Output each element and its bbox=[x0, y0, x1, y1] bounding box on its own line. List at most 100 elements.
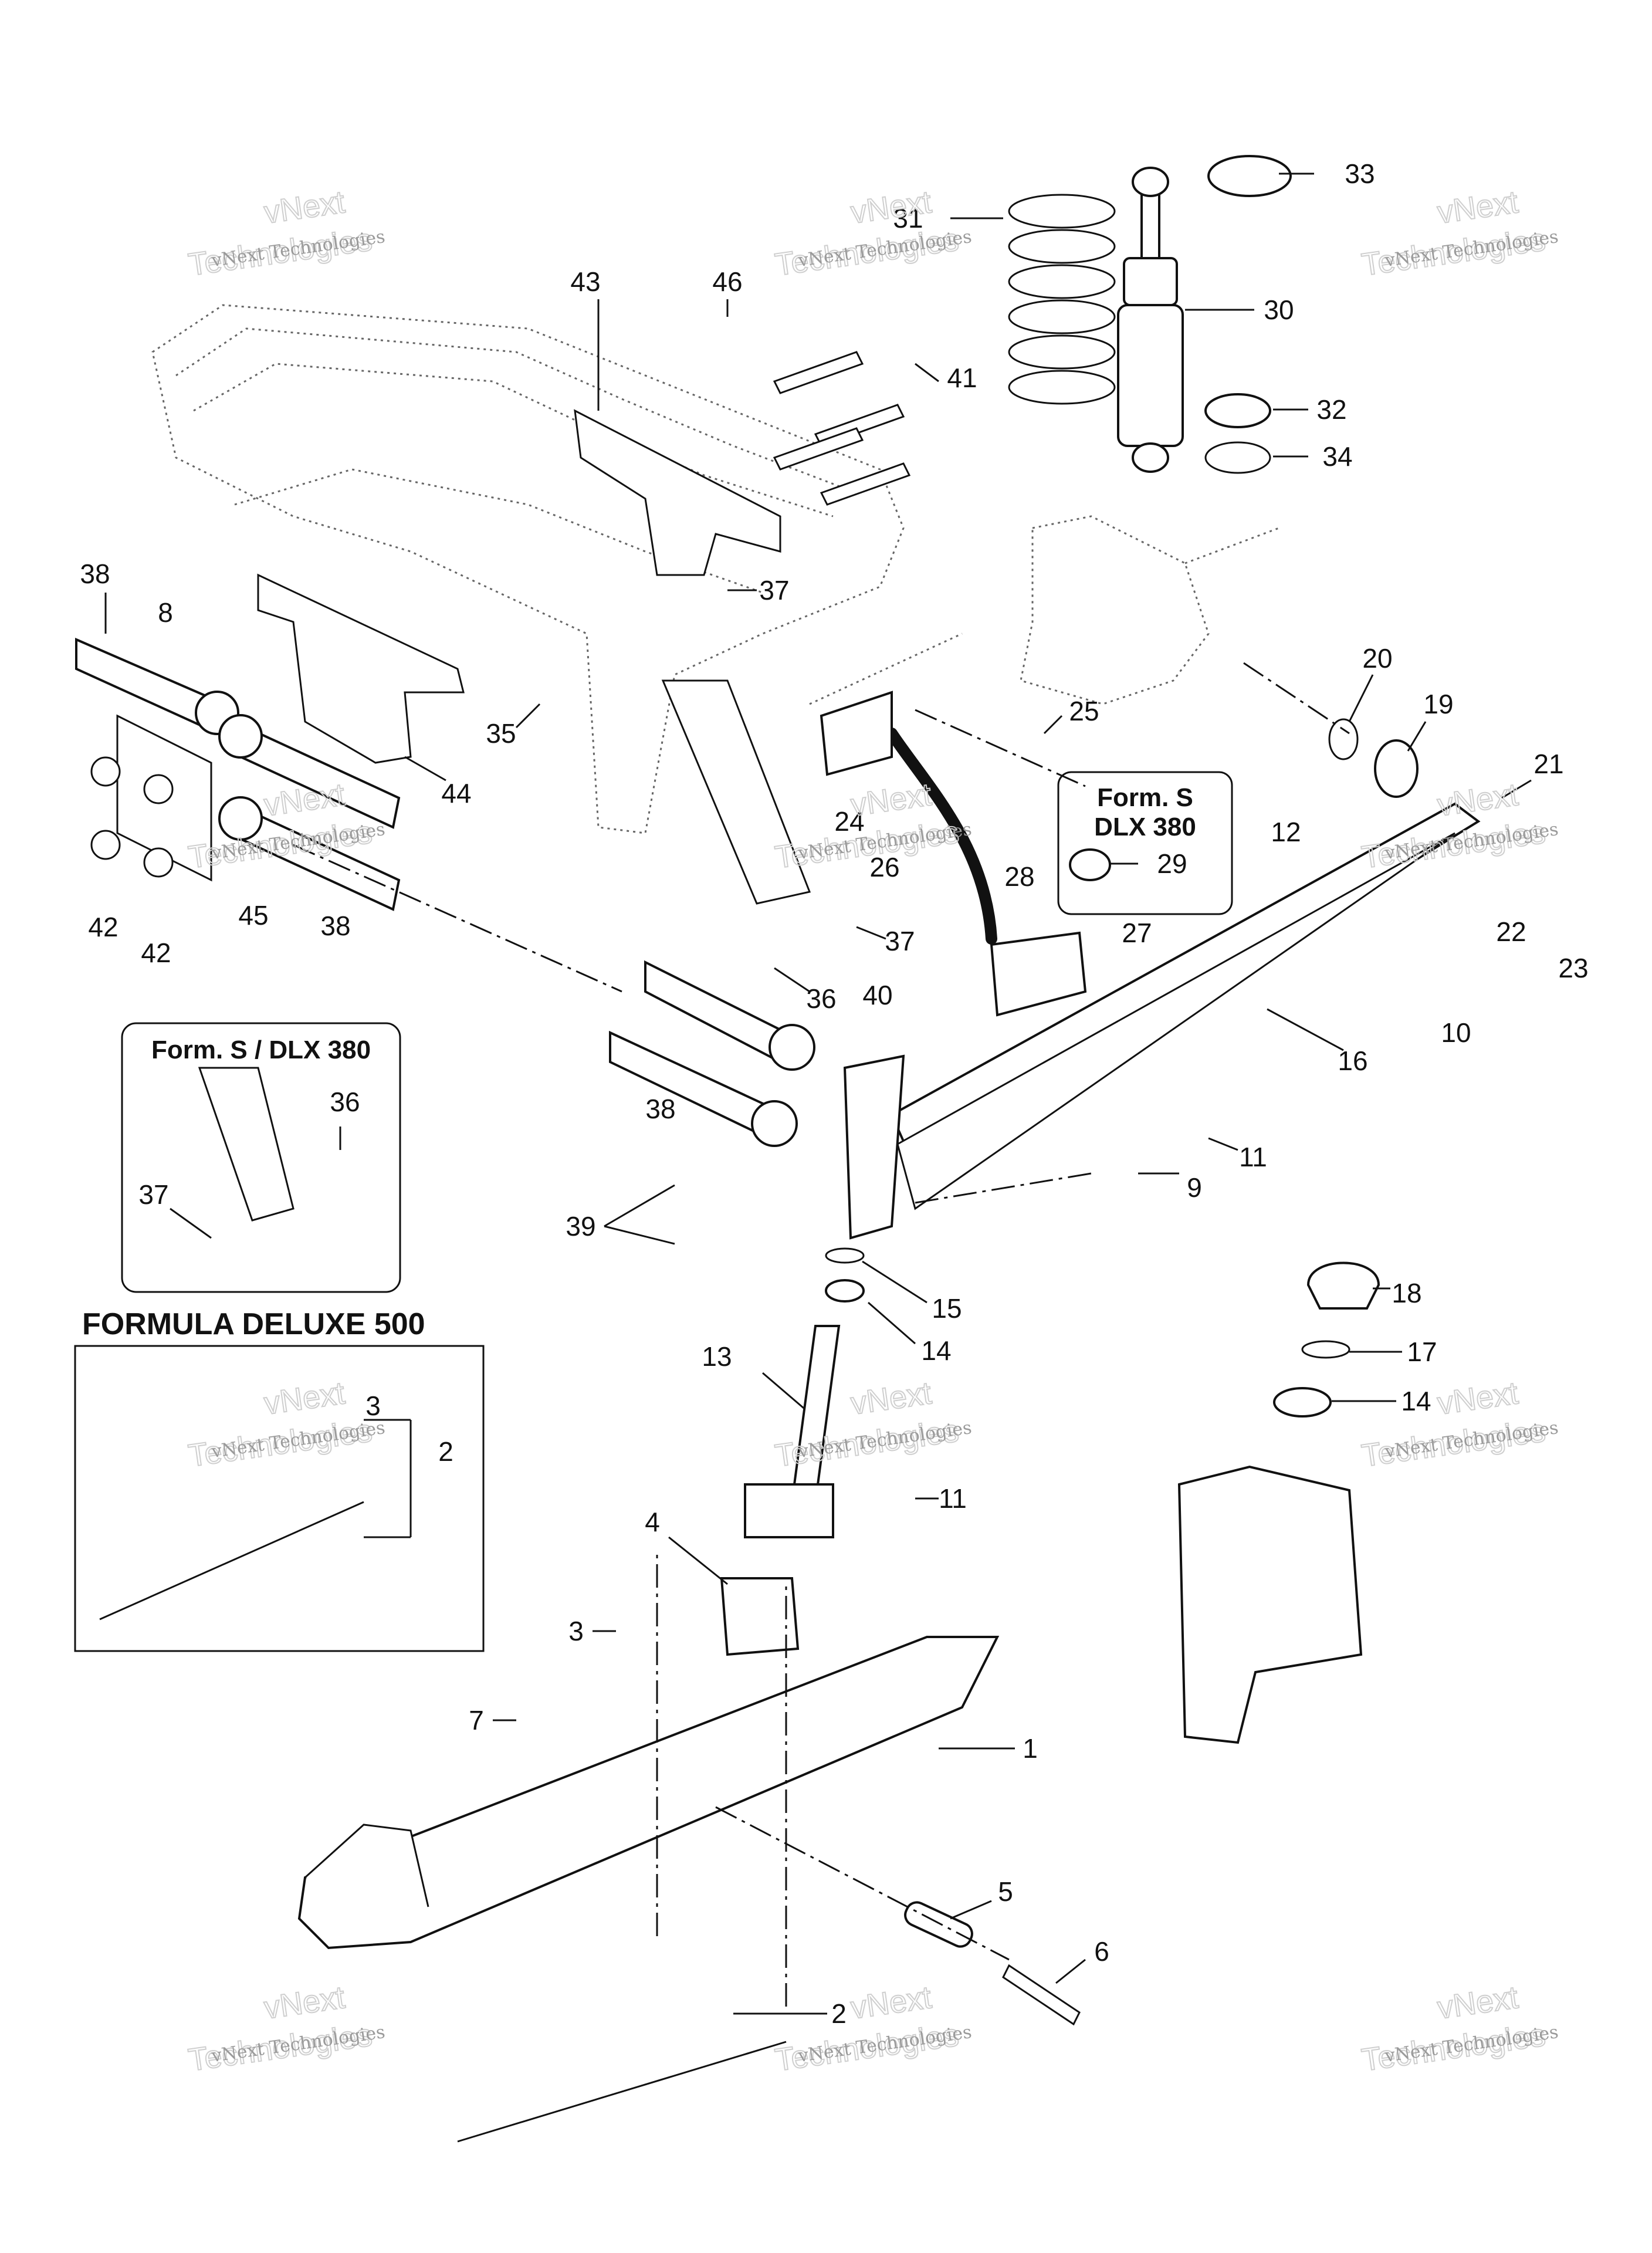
callout-label-16: 16 bbox=[1338, 1046, 1367, 1076]
callout-label-42: 42 bbox=[88, 912, 118, 942]
inset-small-title-line2: DLX 380 bbox=[1094, 813, 1196, 841]
watermark-top-left: Technologies vNext vNext Technologies bbox=[185, 184, 386, 283]
svg-text:vNext: vNext bbox=[262, 184, 347, 231]
callout-label-32: 32 bbox=[1316, 394, 1346, 425]
callout-label-28: 28 bbox=[1004, 861, 1034, 892]
nuts-42 bbox=[90, 756, 174, 878]
circlip-17 bbox=[1301, 1340, 1350, 1359]
callout-label-41: 41 bbox=[947, 363, 977, 393]
pivot-housing bbox=[1177, 1465, 1363, 1744]
callout-label-13: 13 bbox=[702, 1341, 732, 1372]
callout-label-42: 42 bbox=[141, 938, 171, 968]
spring-seat-33 bbox=[1207, 155, 1292, 197]
callout-label-2: 2 bbox=[831, 1998, 847, 2029]
svg-text:vNext: vNext bbox=[262, 777, 347, 823]
callout-label-19: 19 bbox=[1423, 689, 1453, 719]
watermark-low-center: Technologies vNext vNext Technologies bbox=[772, 1375, 973, 1474]
callout-label-43: 43 bbox=[570, 266, 600, 297]
inset-formula-deluxe-500: FORMULA DELUXE 500 bbox=[74, 1307, 485, 1652]
upper-bracket-43 bbox=[574, 409, 781, 576]
inset-shock-boot bbox=[198, 1067, 294, 1222]
callout-label-37: 37 bbox=[885, 926, 915, 956]
spindle-13 bbox=[790, 1325, 841, 1503]
tie-rod-26 bbox=[886, 728, 997, 945]
svg-text:vNext: vNext bbox=[1435, 777, 1520, 823]
callout-label-37: 37 bbox=[759, 575, 789, 605]
callout-label-44: 44 bbox=[441, 778, 471, 808]
callout-label-24: 24 bbox=[834, 806, 864, 837]
callout-label-2: 2 bbox=[438, 1436, 453, 1467]
svg-text:vNext: vNext bbox=[1435, 1980, 1520, 2026]
callout-label-4: 4 bbox=[645, 1507, 660, 1537]
callout-label-9: 9 bbox=[1187, 1172, 1202, 1203]
callout-label-27: 27 bbox=[1122, 918, 1152, 948]
callout-label-12: 12 bbox=[1271, 817, 1301, 847]
callout-label-33: 33 bbox=[1345, 158, 1375, 189]
watermark-low-right: Technologies vNext vNext Technologies bbox=[1359, 1375, 1559, 1474]
watermark-mid-center: Technologies vNext vNext Technologies bbox=[772, 776, 973, 875]
callout-label-23: 23 bbox=[1558, 953, 1588, 983]
washer-34 bbox=[1204, 441, 1271, 474]
inset-small-title-line1: Form. S bbox=[1097, 783, 1193, 812]
runner-2 bbox=[457, 2041, 787, 2143]
callout-label-3: 3 bbox=[568, 1616, 584, 1646]
callout-label-46: 46 bbox=[712, 266, 742, 297]
callout-label-11: 11 bbox=[1239, 1142, 1267, 1172]
callout-label-3: 3 bbox=[365, 1391, 381, 1421]
formula-deluxe-title: FORMULA DELUXE 500 bbox=[82, 1307, 425, 1341]
callout-label-8: 8 bbox=[158, 597, 173, 628]
watermark-low-left: Technologies vNext vNext Technologies bbox=[185, 1375, 386, 1474]
shock-absorber-30 bbox=[1117, 167, 1184, 473]
svg-text:vNext: vNext bbox=[848, 1375, 933, 1422]
callout-label-14: 14 bbox=[1401, 1386, 1431, 1416]
callout-label-10: 10 bbox=[1441, 1017, 1471, 1048]
inset-form-s-dlx-380-small: Form. S DLX 380 bbox=[1057, 771, 1233, 915]
callout-label-26: 26 bbox=[869, 852, 899, 882]
suspension-arm-16-web bbox=[896, 832, 1455, 1210]
callout-label-45: 45 bbox=[238, 900, 268, 931]
washer-20 bbox=[1328, 718, 1359, 760]
callout-label-1: 1 bbox=[1023, 1733, 1038, 1764]
assembly-centerlines bbox=[293, 662, 1350, 2007]
svg-text:vNext: vNext bbox=[1435, 1375, 1520, 1422]
tie-rod-end-24 bbox=[820, 691, 893, 776]
svg-text:vNext: vNext bbox=[262, 1980, 347, 2026]
callout-label-40: 40 bbox=[862, 980, 892, 1010]
frame-bracket-44 bbox=[257, 573, 465, 764]
svg-text:vNext: vNext bbox=[262, 1375, 347, 1422]
spring-seat-32 bbox=[1204, 393, 1271, 428]
spindle-bracket bbox=[744, 1483, 834, 1538]
callout-label-17: 17 bbox=[1407, 1337, 1437, 1367]
cap-18 bbox=[1306, 1261, 1380, 1310]
bushing-19 bbox=[1374, 739, 1419, 798]
callout-label-15: 15 bbox=[932, 1293, 962, 1324]
plug-29 bbox=[1069, 848, 1111, 881]
svg-text:vNext: vNext bbox=[848, 1980, 933, 2026]
callout-label-21: 21 bbox=[1533, 749, 1563, 779]
callout-label-18: 18 bbox=[1392, 1278, 1421, 1308]
callout-label-14: 14 bbox=[921, 1335, 951, 1366]
callout-label-6: 6 bbox=[1094, 1936, 1109, 1967]
watermark-top-right: Technologies vNext vNext Technologies bbox=[1359, 184, 1559, 283]
bushing-14 bbox=[825, 1279, 865, 1303]
leader-lines bbox=[104, 172, 1532, 2015]
shock-boot bbox=[661, 679, 811, 905]
inset-form-s-dlx-380: Form. S / DLX 380 bbox=[121, 1022, 401, 1293]
coil-spring-31 bbox=[1008, 194, 1116, 405]
watermark-top-center: Technologies vNext vNext Technologies bbox=[772, 184, 973, 283]
callout-label-25: 25 bbox=[1069, 696, 1099, 726]
inset-form-s-dlx-title: Form. S / DLX 380 bbox=[151, 1036, 371, 1064]
callout-label-35: 35 bbox=[486, 718, 516, 749]
svg-text:vNext: vNext bbox=[848, 777, 933, 823]
callout-label-5: 5 bbox=[998, 1876, 1013, 1907]
watermark-bottom-center: Technologies vNext vNext Technologies bbox=[772, 1979, 973, 2078]
bolts-41 bbox=[773, 351, 911, 506]
chassis-frame-outline bbox=[151, 304, 1279, 834]
circlip-15 bbox=[825, 1247, 865, 1264]
radius-rods-38 bbox=[75, 637, 815, 1147]
callout-label-22: 22 bbox=[1496, 916, 1526, 947]
callout-label-31: 31 bbox=[893, 203, 923, 234]
